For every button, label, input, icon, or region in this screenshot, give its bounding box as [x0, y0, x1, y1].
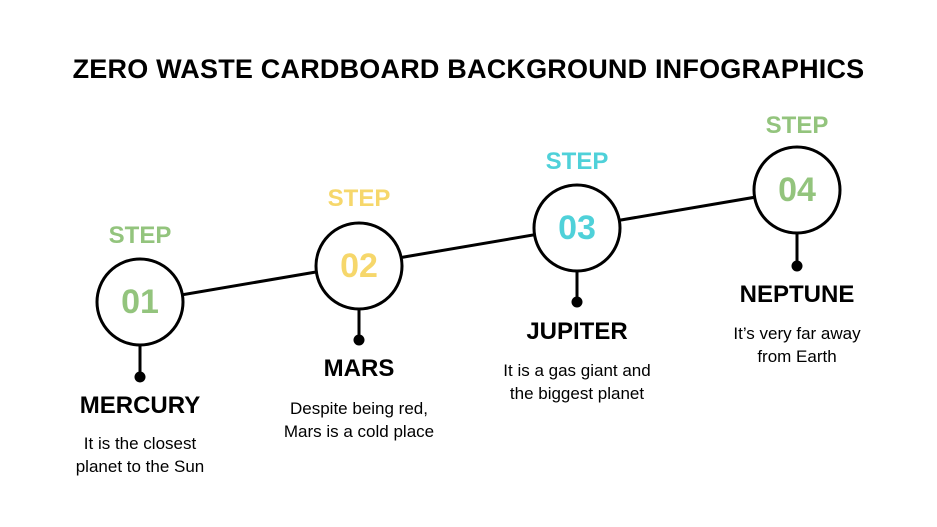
step-description-1-line-2: planet to the Sun — [75, 457, 205, 476]
step-description-4-line-2: from Earth — [757, 347, 837, 366]
step-pin-dot-2 — [353, 334, 365, 346]
step-description-1: It is the closest planet to the Sun — [30, 432, 250, 478]
step-description-4-line-1: It’s very far away — [733, 324, 861, 343]
step-heading-3: JUPITER — [526, 318, 628, 345]
step-description-4: It’s very far away from Earth — [687, 322, 907, 368]
step-pin-dot-1 — [134, 371, 146, 383]
step-heading-4: NEPTUNE — [739, 281, 855, 308]
step-description-3: It is a gas giant and the biggest planet — [467, 359, 687, 405]
step-label-2: STEP — [327, 185, 391, 212]
step-heading-2: MARS — [323, 355, 395, 382]
step-number-4: 04 — [778, 171, 816, 209]
step-description-1-line-1: It is the closest — [83, 434, 197, 453]
step-description-3-line-1: It is a gas giant and — [503, 361, 651, 380]
step-number-2: 02 — [340, 247, 378, 285]
step-description-2-line-2: Mars is a cold place — [283, 422, 435, 441]
step-heading-1: MERCURY — [79, 392, 201, 419]
step-pin-dot-3 — [571, 296, 583, 308]
step-label-1: STEP — [108, 222, 172, 249]
step-label-4: STEP — [765, 112, 829, 139]
step-description-2-line-1: Despite being red, — [290, 399, 428, 418]
step-label-3: STEP — [545, 148, 609, 175]
step-description-2: Despite being red, Mars is a cold place — [249, 397, 469, 443]
page-title: ZERO WASTE CARDBOARD BACKGROUND INFOGRAP… — [72, 54, 865, 84]
step-description-3-line-2: the biggest planet — [509, 384, 645, 403]
step-pin-dot-4 — [791, 260, 803, 272]
step-number-1: 01 — [121, 283, 159, 321]
step-number-3: 03 — [558, 209, 596, 247]
timeline-connector — [139, 188, 798, 304]
